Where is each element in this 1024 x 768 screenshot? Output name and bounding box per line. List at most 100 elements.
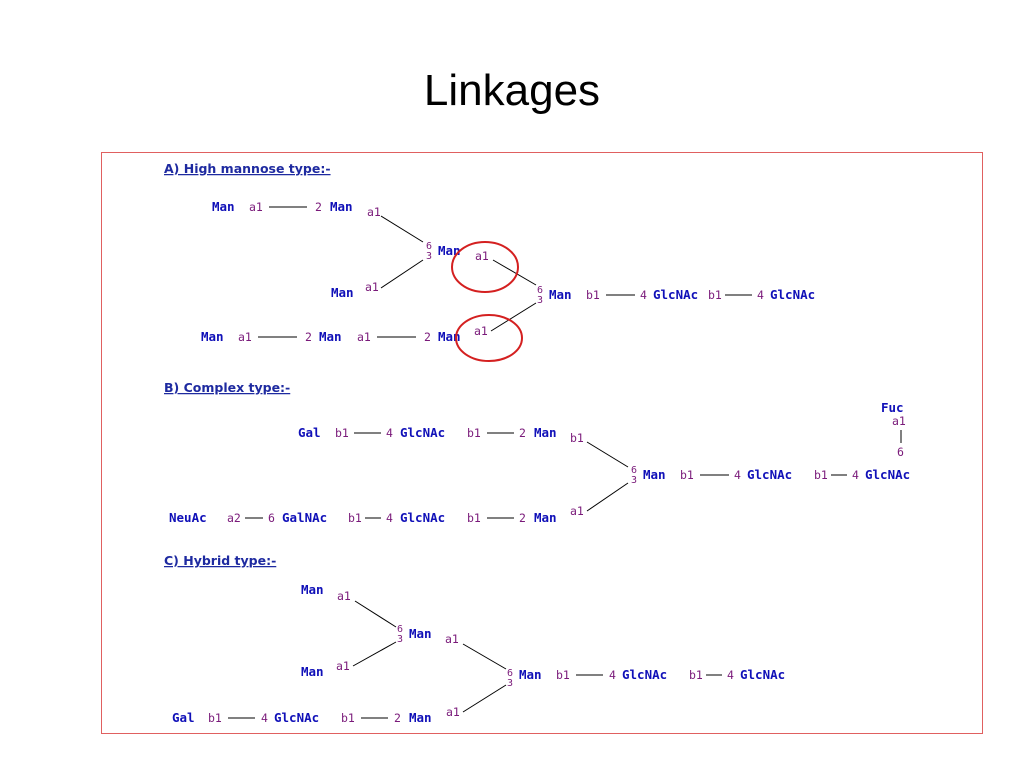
- residue-glcnac: GlcNAc: [653, 287, 698, 302]
- linkage-label: b1: [467, 511, 481, 525]
- residue-man: Man: [409, 710, 432, 725]
- linkage-label: a2: [227, 511, 241, 525]
- linkage-label: a1: [336, 659, 350, 673]
- linkage-label: a1: [475, 249, 489, 263]
- linkage-label: a1: [892, 414, 906, 428]
- position-label: 4: [261, 711, 268, 725]
- residue-glcnac: GlcNAc: [400, 510, 445, 525]
- residue-man: Man: [534, 425, 557, 440]
- position-label: 4: [640, 288, 647, 302]
- highlight-circle: [451, 241, 519, 293]
- position-label: 2: [305, 330, 312, 344]
- residue-man: Man: [549, 287, 572, 302]
- linkage-label: b1: [708, 288, 722, 302]
- glycosidic-bond: [380, 259, 424, 289]
- glycosidic-bond: [354, 600, 397, 628]
- glycosidic-bond: [462, 643, 507, 670]
- position-label: 3: [397, 634, 403, 645]
- residue-man: Man: [330, 199, 353, 214]
- linkage-label: a1: [337, 589, 351, 603]
- section-heading-hybrid[interactable]: C) Hybrid type:-: [164, 553, 276, 568]
- position-label: 2: [394, 711, 401, 725]
- glycosidic-bond: [492, 259, 537, 286]
- residue-man: Man: [319, 329, 342, 344]
- position-label: 2: [315, 200, 322, 214]
- residue-man: Man: [438, 329, 461, 344]
- position-label: 4: [727, 668, 734, 682]
- linkage-label: b1: [341, 711, 355, 725]
- glycan-linkage-diagram: A) High mannose type:- Man a1 2 Man a1 6…: [164, 161, 910, 725]
- residue-glcnac: GlcNAc: [865, 467, 910, 482]
- residue-glcnac: GlcNAc: [747, 467, 792, 482]
- position-label: 6: [631, 465, 637, 476]
- linkage-label: b1: [467, 426, 481, 440]
- residue-neuac: NeuAc: [169, 510, 207, 525]
- section-heading-complex[interactable]: B) Complex type:-: [164, 380, 290, 395]
- highlight-circle: [455, 314, 523, 362]
- linkage-label: a1: [445, 632, 459, 646]
- residue-man: Man: [409, 626, 432, 641]
- linkage-label: b1: [556, 668, 570, 682]
- position-label: 4: [734, 468, 741, 482]
- position-label: 3: [631, 475, 637, 486]
- residue-man: Man: [301, 664, 324, 679]
- glycosidic-bond: [462, 684, 507, 713]
- glycosidic-bond: [586, 441, 629, 468]
- position-label: 2: [519, 511, 526, 525]
- linkage-label: b1: [586, 288, 600, 302]
- linkage-label: b1: [208, 711, 222, 725]
- position-label: 2: [424, 330, 431, 344]
- position-label: 6: [268, 511, 275, 525]
- linkage-label: a1: [367, 205, 381, 219]
- linkage-label: a1: [249, 200, 263, 214]
- residue-man: Man: [331, 285, 354, 300]
- position-label: 6: [507, 668, 513, 679]
- position-label: 6: [397, 624, 403, 635]
- residue-man: Man: [643, 467, 666, 482]
- slide-title: Linkages: [423, 66, 601, 115]
- linkage-label: b1: [570, 431, 584, 445]
- linkage-label: b1: [814, 468, 828, 482]
- position-label: 2: [519, 426, 526, 440]
- position-label: 6: [897, 445, 904, 459]
- position-label: 3: [426, 251, 432, 262]
- linkage-label: a1: [365, 280, 379, 294]
- linkage-label: a1: [357, 330, 371, 344]
- position-label: 4: [852, 468, 859, 482]
- residue-glcnac: GlcNAc: [274, 710, 319, 725]
- linkage-label: b1: [689, 668, 703, 682]
- linkage-label: b1: [335, 426, 349, 440]
- residue-man: Man: [534, 510, 557, 525]
- residue-gal: Gal: [298, 425, 321, 440]
- residue-man: Man: [212, 199, 235, 214]
- residue-glcnac: GlcNAc: [622, 667, 667, 682]
- residue-glcnac: GlcNAc: [400, 425, 445, 440]
- linkage-label: a1: [238, 330, 252, 344]
- diagram-frame: A) High mannose type:- Man a1 2 Man a1 6…: [101, 152, 983, 734]
- residue-fuc: Fuc: [881, 400, 904, 415]
- glycosidic-bond: [490, 302, 537, 332]
- residue-glcnac: GlcNAc: [740, 667, 785, 682]
- position-label: 4: [609, 668, 616, 682]
- position-label: 6: [537, 285, 543, 296]
- linkage-label: a1: [474, 324, 488, 338]
- residue-galnac: GalNAc: [282, 510, 327, 525]
- linkage-label: a1: [446, 705, 460, 719]
- section-heading-high-mannose[interactable]: A) High mannose type:-: [164, 161, 331, 176]
- position-label: 3: [537, 295, 543, 306]
- linkage-label: b1: [680, 468, 694, 482]
- linkage-label: b1: [348, 511, 362, 525]
- linkage-label: a1: [570, 504, 584, 518]
- position-label: 3: [507, 678, 513, 689]
- residue-man: Man: [201, 329, 224, 344]
- residue-gal: Gal: [172, 710, 195, 725]
- position-label: 4: [386, 426, 393, 440]
- residue-glcnac: GlcNAc: [770, 287, 815, 302]
- position-label: 4: [386, 511, 393, 525]
- residue-man: Man: [301, 582, 324, 597]
- residue-man: Man: [438, 243, 461, 258]
- glycosidic-bond: [352, 641, 397, 667]
- position-label: 6: [426, 241, 432, 252]
- glycosidic-bond: [380, 215, 424, 243]
- glycosidic-bond: [586, 482, 629, 512]
